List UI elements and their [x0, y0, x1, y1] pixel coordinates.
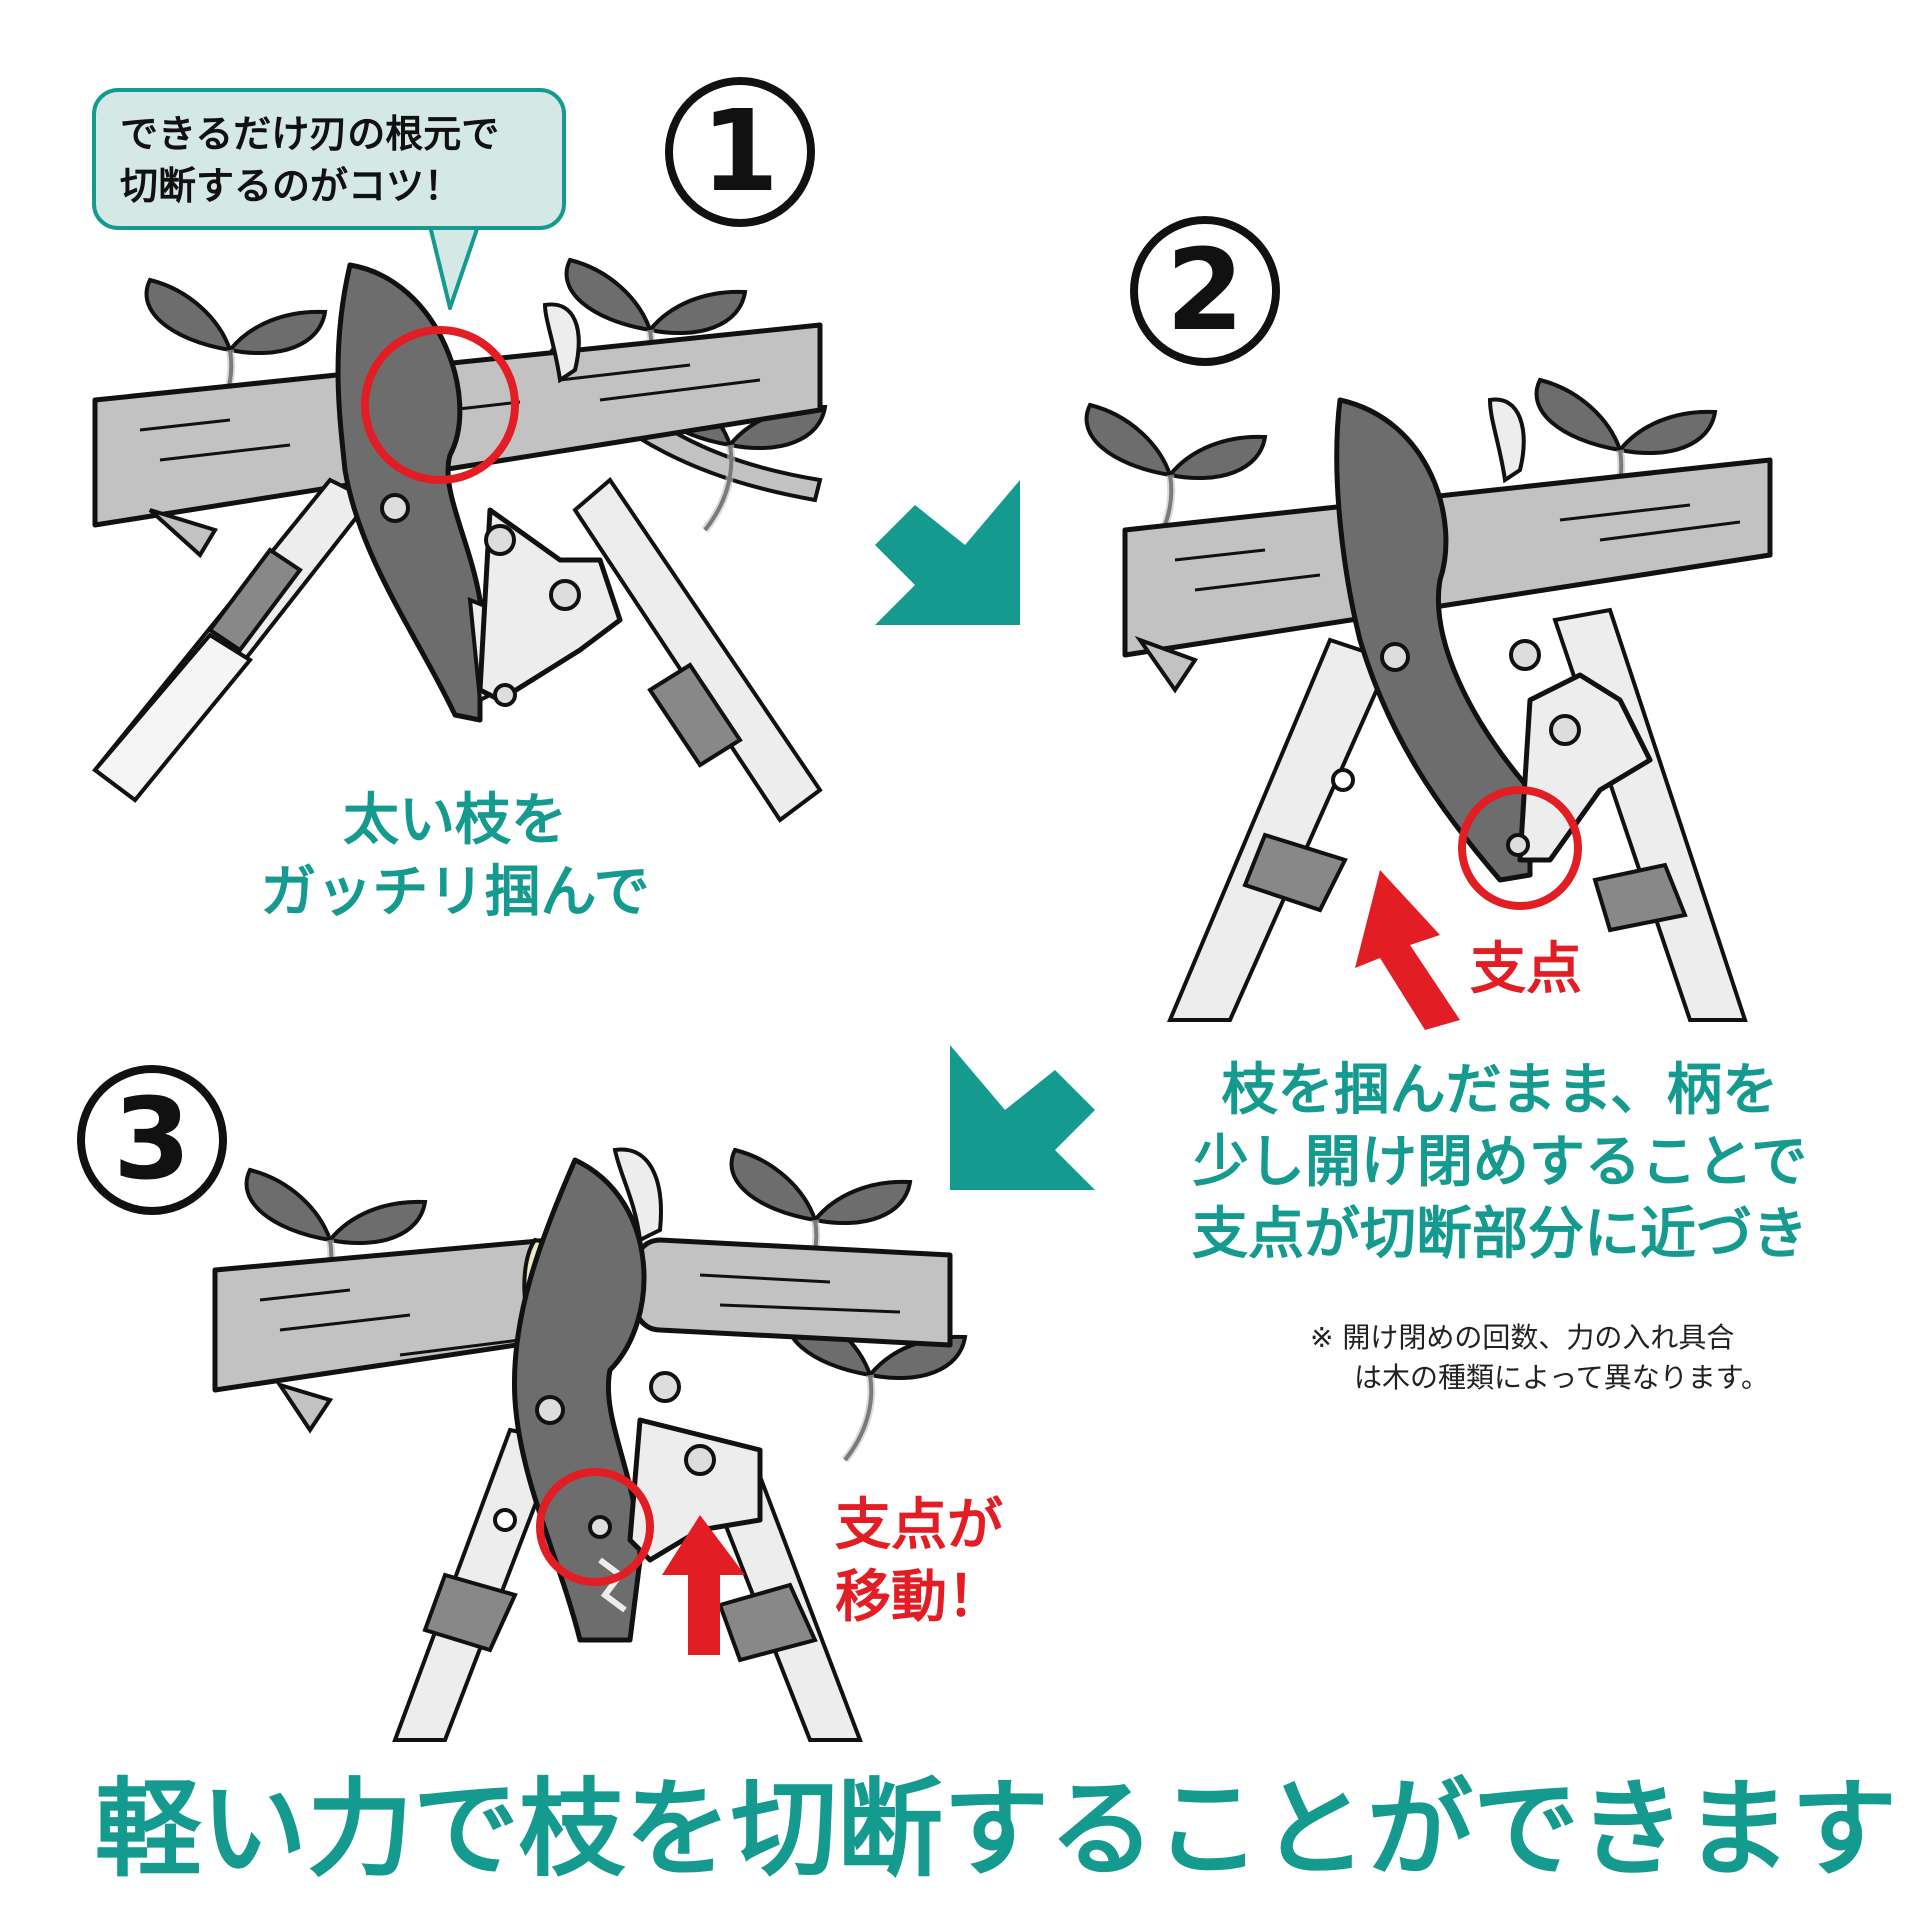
step-1-number: 1	[665, 77, 815, 227]
tip-speech-bubble: できるだけ刃の根元で 切断するのがコツ！	[92, 88, 566, 230]
speech-bubble-tail	[428, 224, 480, 310]
note-line-1: ※ 開け閉めの回数、力の入れ具合	[1310, 1321, 1735, 1354]
step-3-label-line-2: 移動！	[835, 1565, 1003, 1630]
scene-2-illustration	[1087, 380, 1773, 1030]
step-1-caption: 太い枝を ガッチリ掴んで	[225, 785, 685, 929]
step-1-caption-line-1: 太い枝を	[343, 788, 567, 853]
note: ※ 開け閉めの回数、力の入れ具合 は木の種類によって異なります。	[1310, 1318, 1870, 1398]
step-3-fulcrum-moves-label: 支点が 移動！	[835, 1490, 1003, 1634]
step-2-caption-line-2: 少し開け閉めすることで	[1192, 1130, 1808, 1195]
step-2-caption-line-1: 枝を掴んだまま、柄を	[1221, 1058, 1779, 1123]
step-3-number: 3	[77, 1065, 227, 1215]
step-2-fulcrum-label: 支点	[1470, 937, 1582, 1002]
bottom-title: 軽い力で枝を切断することができます	[95, 1768, 1897, 1891]
tip-line-1: できるだけ刃の根元で	[120, 112, 500, 156]
scene-3-illustration	[212, 1150, 965, 1742]
step-1-caption-line-2: ガッチリ掴んで	[260, 860, 650, 925]
arrow-step1-to-step2	[875, 480, 1020, 625]
step-2-caption-line-3: 支点が切断部分に近づき	[1192, 1202, 1808, 1267]
arrow-step2-to-step3	[950, 1045, 1095, 1190]
scene-1-illustration	[92, 260, 825, 823]
step-2-number: 2	[1130, 216, 1280, 366]
tip-line-2: 切断するのがコツ！	[120, 164, 463, 208]
note-line-2: は木の種類によって異なります。	[1354, 1361, 1769, 1394]
step-2-caption: 枝を掴んだまま、柄を 少し開け閉めすることで 支点が切断部分に近づき	[1110, 1055, 1890, 1271]
step-3-label-line-1: 支点が	[835, 1493, 1003, 1558]
